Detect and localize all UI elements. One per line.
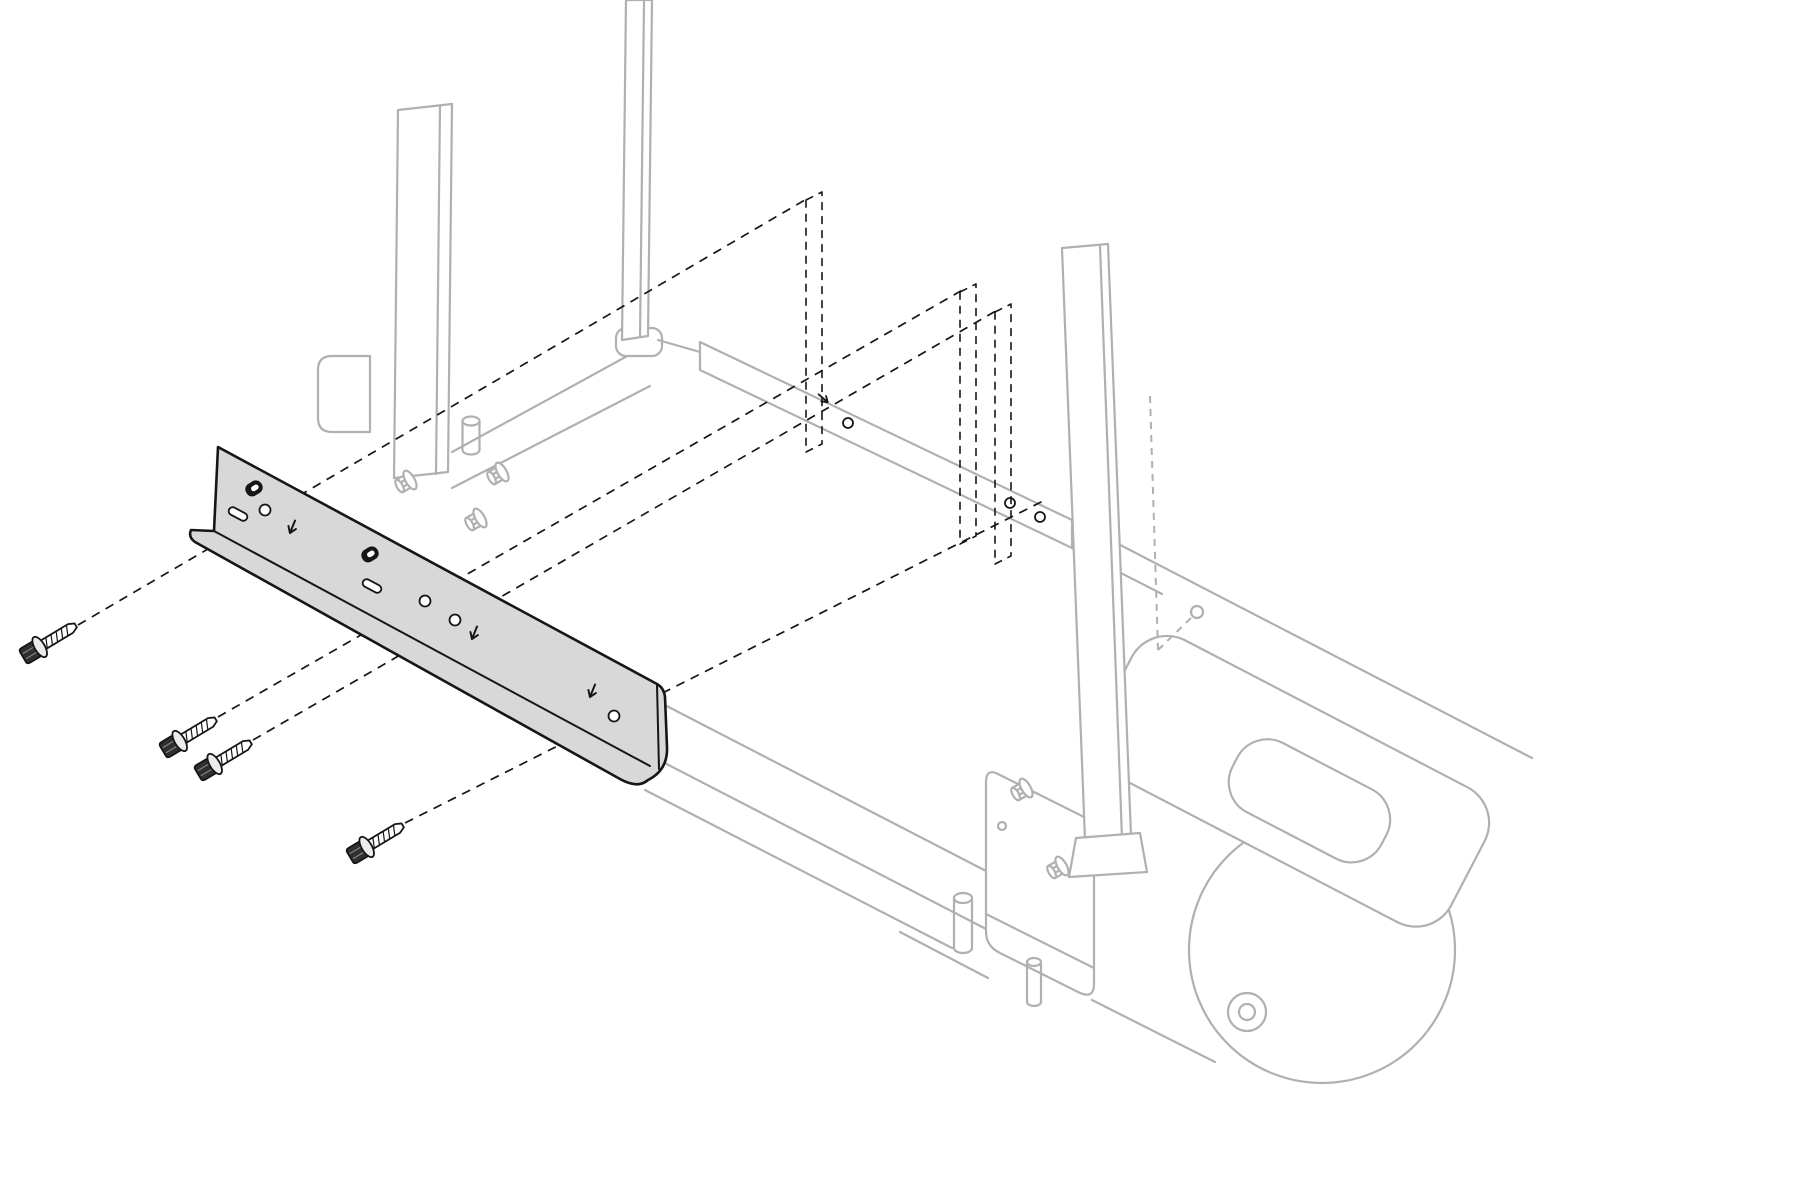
frame-bolt-2 xyxy=(482,459,513,490)
corner-plate xyxy=(316,354,372,434)
alignment-plane-3 xyxy=(994,303,1012,565)
screws xyxy=(16,614,410,868)
bracket-hole-2 xyxy=(418,594,432,608)
rail-hole-1 xyxy=(842,417,854,429)
bracket-body xyxy=(188,445,669,786)
alignment-annotations xyxy=(77,191,1046,824)
bracket-fold-line xyxy=(213,530,651,767)
back-left-post xyxy=(614,0,664,358)
bracket-hole-4 xyxy=(607,709,621,723)
cart-frame xyxy=(316,0,1534,1085)
mount-stud-cylinder-1 xyxy=(952,891,974,955)
rail-hole-3 xyxy=(1034,511,1046,523)
alignment-plane-2 xyxy=(959,283,977,545)
hidden-hole xyxy=(1189,604,1205,620)
front-right-post xyxy=(1060,242,1149,879)
screw-2 xyxy=(156,708,223,762)
side-rail xyxy=(450,346,652,490)
frame-bolt-3 xyxy=(460,505,491,536)
bracket-hole-3 xyxy=(448,613,462,627)
caster-axle xyxy=(1226,991,1268,1033)
rail-stud-cylinder xyxy=(461,415,481,456)
front-rail xyxy=(643,698,990,980)
screw-4 xyxy=(343,814,410,868)
rail-hole-2 xyxy=(1004,497,1016,509)
bracket-hole-1 xyxy=(258,503,272,517)
screw-trajectory-4 xyxy=(404,499,1046,824)
mounting-bracket xyxy=(188,445,669,786)
bracket-slot-2 xyxy=(361,578,383,594)
screw-3 xyxy=(191,731,258,785)
caster-fork xyxy=(1092,634,1491,928)
bracket-end-line xyxy=(656,684,660,770)
mount-stud-cylinder-2 xyxy=(1025,956,1043,1008)
caster-assembly xyxy=(952,634,1491,1085)
bracket-slot-1 xyxy=(227,506,249,522)
screw-1 xyxy=(16,614,83,668)
screw-trajectory-1 xyxy=(77,196,811,626)
alignment-plane-1 xyxy=(805,191,823,453)
caster-mount-plate xyxy=(984,771,1096,996)
hidden-edges xyxy=(1149,395,1205,651)
front-left-post xyxy=(392,102,454,480)
